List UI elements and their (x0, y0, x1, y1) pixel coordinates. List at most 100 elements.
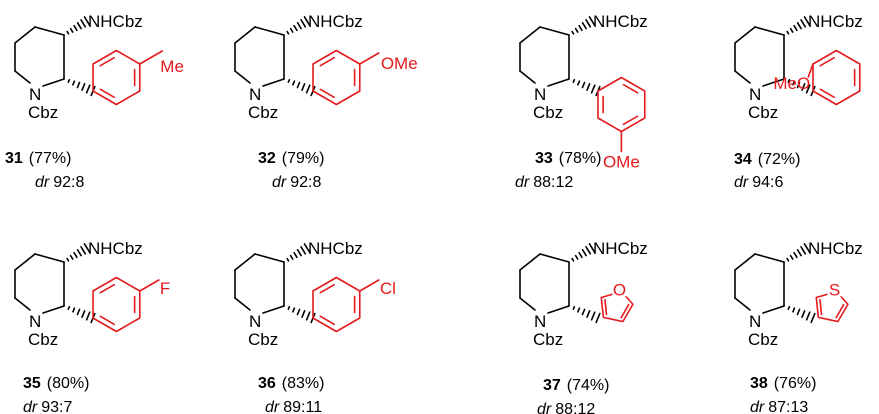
substituent-bond (358, 52, 380, 65)
benzene-ring (92, 49, 141, 106)
substituent-bond (138, 279, 160, 292)
ring-double-bond (819, 298, 823, 316)
yield-value: (80%) (47, 375, 90, 392)
nitrogen-label: N (534, 85, 546, 104)
hashed-wedge-bond (66, 16, 91, 35)
ring-bond (14, 26, 36, 44)
compound-number: 35 (23, 375, 41, 392)
hashed-wedge-bond (286, 243, 311, 262)
dr-value: 89:11 (283, 399, 322, 414)
ring-bond (14, 70, 31, 84)
cbz-label: Cbz (28, 103, 58, 122)
compound-number: 32 (258, 150, 276, 167)
compound-caption: 36 (83%) (258, 375, 324, 392)
nhcbz-label: NHCbz (88, 239, 143, 258)
cbz-label: Cbz (28, 330, 58, 349)
hashed-wedge-bond (571, 16, 596, 35)
aryl-2-thienyl: S (815, 280, 849, 323)
ring-double-bond (99, 315, 115, 326)
ring-double-bond (99, 56, 115, 67)
methoxy-label: OMe (381, 54, 418, 73)
ring-bond (519, 70, 536, 84)
nitrogen-label: N (29, 85, 41, 104)
ring-bond (539, 26, 570, 36)
ring-bond (234, 297, 251, 311)
heteroatom-mask (612, 280, 627, 297)
cbz-label: Cbz (533, 330, 563, 349)
ring-double-bond (622, 83, 639, 94)
aryl-p-tolyl: Me (92, 49, 184, 106)
hashed-wedge-bond (286, 16, 311, 35)
hashed-wedge-bond (287, 305, 316, 324)
compound-number: 38 (750, 375, 768, 392)
aryl-o-anisyl: MeO (773, 49, 861, 106)
ring-bond (762, 78, 785, 87)
dr-prefix: dr (35, 174, 50, 191)
substituent-bond (358, 279, 380, 292)
ring-bond (734, 70, 751, 84)
dr-value: 93:7 (41, 399, 72, 414)
compound-caption: 32 (79%) (258, 150, 324, 167)
aryl-p-anisyl: OMe (312, 49, 418, 106)
ring-bond (14, 297, 31, 311)
ring-bond (547, 305, 570, 314)
nhcbz-label: NHCbz (808, 12, 863, 31)
compound-caption: 35 (80%) (23, 375, 89, 392)
hashed-wedge-bond (572, 78, 601, 97)
yield-value: (77%) (29, 150, 72, 167)
benzene-ring (597, 76, 646, 133)
dr-prefix: dr (23, 399, 38, 414)
ring-bond (762, 305, 785, 314)
nhcbz-label: NHCbz (593, 239, 648, 258)
benzene-ring (312, 49, 361, 106)
ring-double-bond (319, 315, 335, 326)
nhcbz-label: NHCbz (308, 239, 363, 258)
substituent-bond (138, 50, 164, 65)
ring-bond (234, 253, 256, 271)
nitrogen-label: N (29, 312, 41, 331)
dr-prefix: dr (734, 174, 749, 191)
ring-bond (42, 78, 65, 87)
yield-value: (79%) (282, 150, 325, 167)
ring-bond (262, 305, 285, 314)
heteroaryl-ring (815, 288, 849, 323)
ring-double-bond (819, 88, 835, 99)
hashed-wedge-bond (287, 78, 316, 97)
cbz-label: Cbz (248, 330, 278, 349)
compound-number: 34 (734, 151, 752, 168)
dr-value: 88:12 (533, 174, 573, 191)
methoxy-label: OMe (603, 153, 640, 172)
ring-double-bond (99, 88, 115, 99)
compound-caption: 34(72%) (734, 151, 800, 168)
cbz-label: Cbz (248, 103, 278, 122)
nhcbz-label: NHCbz (808, 239, 863, 258)
heteroatom-mask (827, 280, 842, 297)
aryl-m-anisyl: OMe (597, 76, 646, 172)
nhcbz-label: NHCbz (88, 12, 143, 31)
ring-bond (539, 253, 570, 263)
ring-double-bond (622, 115, 639, 126)
yield-value: (78%) (559, 150, 602, 167)
ring-bond (734, 297, 751, 311)
yield-value: (74%) (567, 377, 610, 394)
dr-prefix: dr (515, 174, 530, 191)
yield-value: (83%) (282, 375, 325, 392)
ring-double-bond (319, 88, 335, 99)
ring-bond (519, 253, 541, 271)
cbz-label: Cbz (533, 103, 563, 122)
compound-number: 36 (258, 375, 276, 392)
chloro-label: Cl (380, 279, 396, 298)
nitrogen-label: N (249, 85, 261, 104)
hashed-wedge-bond (571, 243, 596, 262)
ring-double-bond (99, 283, 115, 294)
dr-value: 92:8 (53, 174, 84, 191)
